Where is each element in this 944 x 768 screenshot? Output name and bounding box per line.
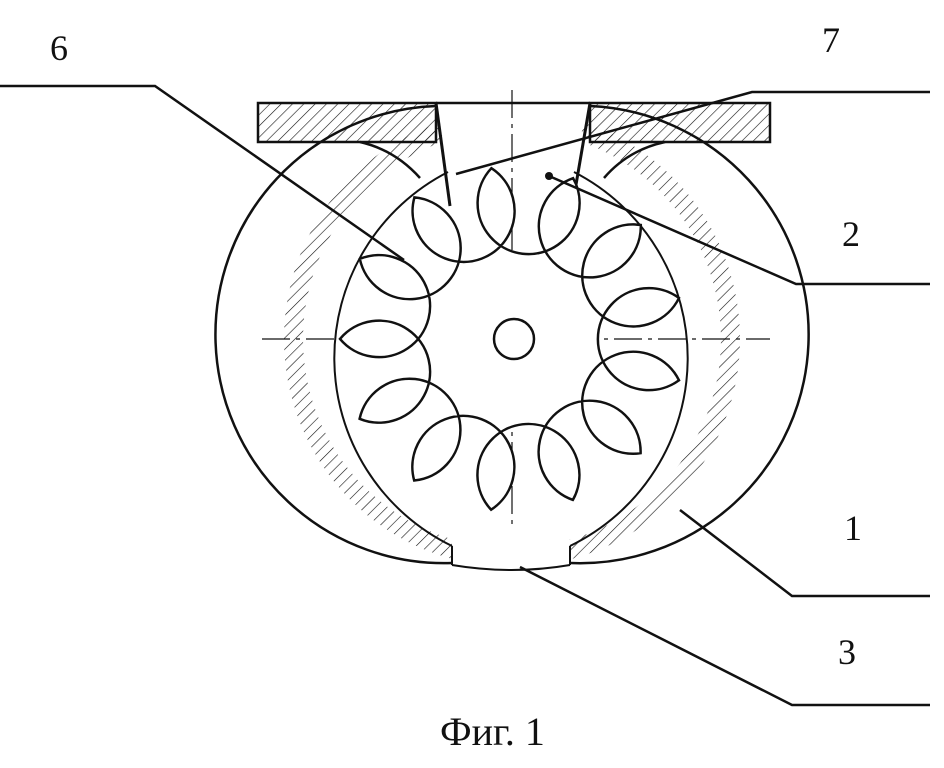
leader-6 (0, 84, 405, 262)
label-2: 2 (842, 214, 860, 254)
leader-lines (0, 84, 930, 707)
leader-7 (455, 90, 930, 176)
figure-caption: Фиг. 1 (440, 709, 545, 754)
rotor (338, 166, 681, 512)
leader-2-dot (545, 172, 553, 180)
shaft-hub (492, 317, 536, 361)
label-3: 3 (838, 632, 856, 672)
leader-3 (519, 565, 930, 707)
label-1: 1 (844, 508, 862, 548)
top-flange (256, 101, 772, 209)
leader-2 (548, 174, 930, 286)
leader-1 (679, 509, 930, 598)
label-6: 6 (50, 28, 68, 68)
label-7: 7 (822, 20, 840, 60)
